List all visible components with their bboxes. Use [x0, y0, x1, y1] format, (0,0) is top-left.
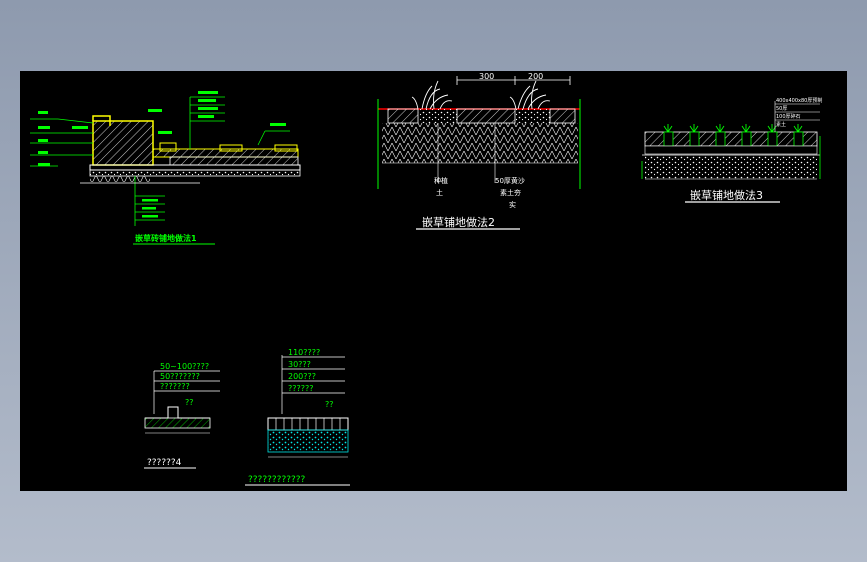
d4-layer-1: 50~100????	[160, 362, 209, 371]
detail-5: 110???? 30??? 200??? ?????? ?? ?????????…	[245, 348, 350, 486]
cad-drawing-canvas[interactable]: 嵌草砖铺地做法1 300 200 种植 土 50厚黄	[20, 71, 847, 491]
d3-layer-1: 400x400x80厚预制	[776, 97, 822, 104]
detail-5-title: ????????????	[248, 475, 306, 485]
label-sand: 50厚黄沙	[495, 176, 525, 185]
d5-layer-4: ??????	[288, 384, 313, 393]
d5-layer-2: 30???	[288, 360, 311, 369]
detail-4-title: ??????4	[147, 458, 182, 468]
d5-layer-1: 110????	[288, 348, 320, 357]
detail-4: 50~100???? 50??????? ??????? ?? ??????4	[144, 362, 220, 469]
label-soil: 土	[436, 188, 443, 197]
d5-layer-3: 200???	[288, 372, 316, 381]
dim-300: 300	[479, 72, 494, 81]
d3-layer-3: 100厚碎石	[776, 113, 801, 120]
detail-1-title: 嵌草砖铺地做法1	[135, 233, 197, 243]
detail-1: 嵌草砖铺地做法1	[30, 91, 301, 245]
label-planting: 种植	[434, 176, 448, 185]
label-solid: 实	[509, 200, 516, 209]
d4-tag: ??	[185, 398, 194, 407]
d4-layer-3: ???????	[160, 382, 190, 391]
detail-3-title: 嵌草铺地做法3	[690, 188, 763, 202]
d4-layer-2: 50???????	[160, 372, 200, 381]
d3-layer-2: 50厚	[776, 106, 787, 112]
detail-2-title: 嵌草铺地做法2	[422, 215, 495, 229]
cad-drawing-svg: 嵌草砖铺地做法1 300 200 种植 土 50厚黄	[30, 72, 822, 486]
d3-layer-4: 素土	[776, 121, 786, 128]
curb-stone	[92, 120, 154, 166]
label-compacted: 素土夯	[500, 188, 521, 197]
detail-2: 300 200 种植 土 50厚黄沙 素土夯 实 嵌草铺地做法2	[377, 72, 581, 230]
detail-3: 400x400x80厚预制 50厚 100厚碎石 素土 嵌草铺地做法3	[641, 97, 822, 203]
d5-tag: ??	[325, 400, 334, 409]
dim-200: 200	[528, 72, 543, 81]
